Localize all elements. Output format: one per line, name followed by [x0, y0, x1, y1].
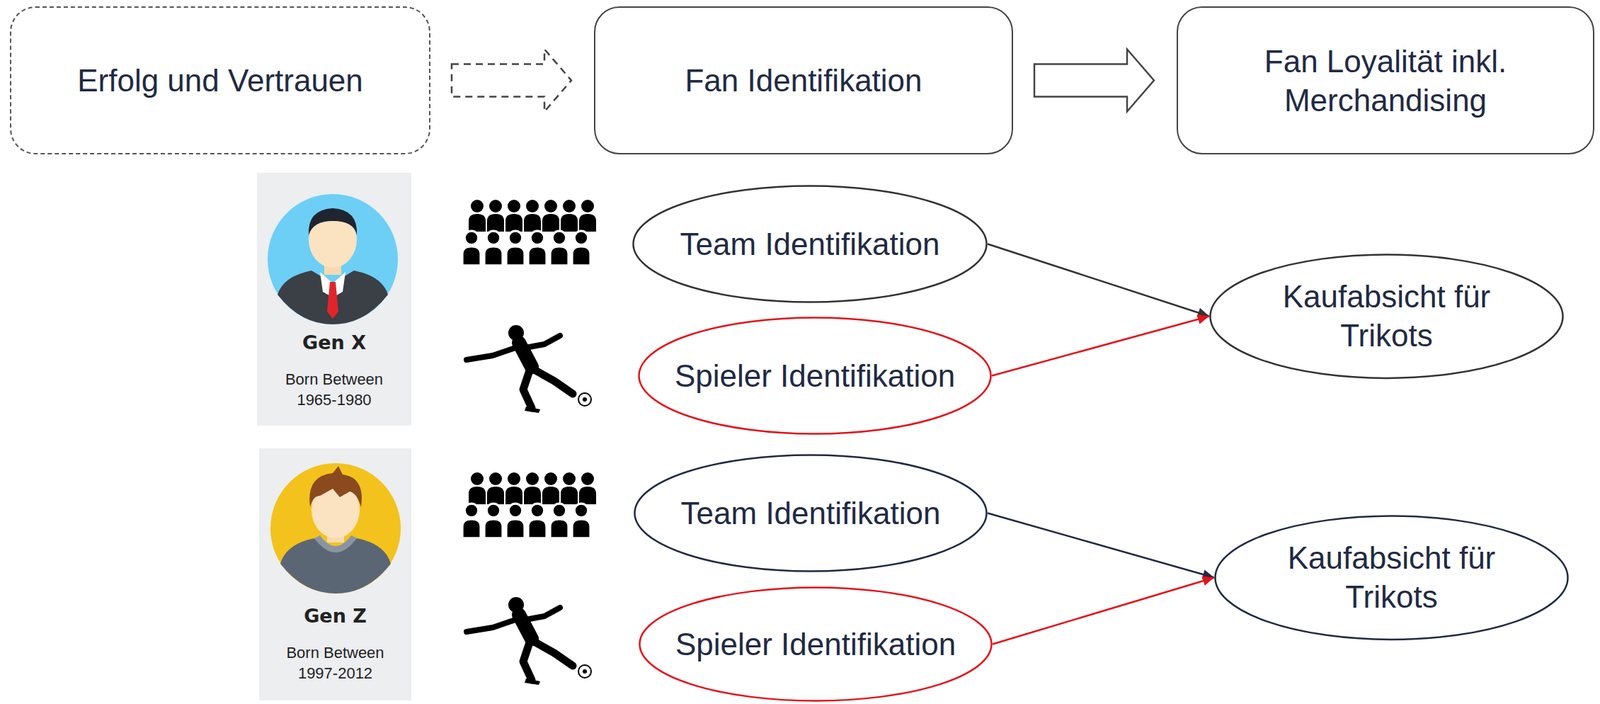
generation-label: Gen Z — [303, 603, 367, 628]
birth-years: Born Between 1965-1980 — [273, 369, 395, 410]
generation-card — [259, 448, 412, 701]
node-text: Fan Loyalität inkl. Merchandising — [1236, 41, 1535, 120]
construct-ellipse: Team Identifikation — [633, 453, 988, 573]
construct-ellipse: Spieler Identifikation — [637, 316, 992, 435]
connector-arrow — [991, 314, 1210, 376]
generation-card — [256, 172, 412, 426]
node-text: Team Identifikation — [681, 493, 941, 533]
construct-ellipse: Team Identifikation — [632, 184, 988, 304]
player-icon — [466, 596, 592, 685]
connector-arrow — [992, 575, 1215, 644]
node-text: Kaufabsicht für Trikots — [1252, 276, 1522, 355]
concept-box: Erfolg und Vertrauen — [9, 6, 431, 155]
connector-arrow — [987, 513, 1215, 580]
ellipse-outline — [1214, 514, 1569, 640]
gen-z-avatar — [270, 463, 401, 594]
birth-years: Born Between 1997-2012 — [275, 642, 396, 684]
block-arrow — [1034, 49, 1154, 112]
team-icon — [462, 199, 597, 266]
concept-box: Fan Loyalität inkl. Merchandising — [1176, 6, 1595, 155]
gen-x-avatar — [267, 193, 398, 325]
player-icon — [466, 324, 592, 413]
node-text: Team Identifikation — [680, 224, 941, 264]
outcome-ellipse: Kaufabsicht für Trikots — [1209, 253, 1564, 379]
label-holder: Born Between 1997-2012 — [259, 642, 412, 684]
connector-arrow — [987, 244, 1210, 318]
ellipse-outline — [1209, 253, 1564, 379]
outcome-ellipse: Kaufabsicht für Trikots — [1214, 514, 1569, 640]
node-text: Erfolg und Vertrauen — [77, 60, 364, 100]
label-holder: Gen Z — [259, 603, 412, 628]
block-arrow — [451, 49, 572, 112]
team-icon — [462, 472, 597, 539]
node-text: Fan Identifikation — [684, 60, 922, 100]
generation-label: Gen X — [302, 329, 367, 355]
node-text: Spieler Identifikation — [675, 624, 956, 664]
construct-ellipse: Spieler Identifikation — [638, 586, 993, 702]
label-holder: Born Between 1965-1980 — [256, 369, 412, 410]
node-text: Spieler Identifikation — [674, 356, 956, 396]
node-text: Kaufabsicht für Trikots — [1257, 538, 1527, 616]
concept-box: Fan Identifikation — [593, 6, 1014, 155]
label-holder: Gen X — [256, 329, 412, 355]
